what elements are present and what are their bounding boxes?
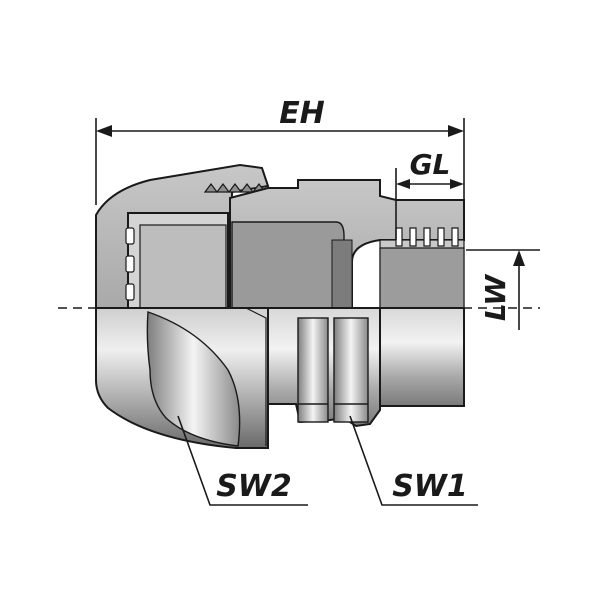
thread-exterior xyxy=(379,307,465,407)
sw2-label: SW2 xyxy=(216,469,292,504)
sw1-label: SW1 xyxy=(392,469,468,504)
dimension-lw: LW xyxy=(466,249,540,330)
bore-groove xyxy=(331,239,353,309)
section-view xyxy=(95,163,465,309)
cap-flute xyxy=(146,311,241,447)
hex-flats xyxy=(297,317,369,423)
lamella-slots xyxy=(125,227,135,301)
cap-edge-line xyxy=(245,307,267,446)
external-view xyxy=(95,307,465,449)
eh-label: EH xyxy=(279,96,325,131)
cap-thread xyxy=(203,183,267,193)
dimension-eh: EH xyxy=(95,96,465,205)
leader-sw1: SW1 xyxy=(349,415,478,506)
body-bore xyxy=(231,221,345,309)
lw-label: LW xyxy=(479,274,512,321)
dimension-gl: GL xyxy=(395,148,464,240)
leader-sw2: SW2 xyxy=(177,415,308,506)
connection-thread xyxy=(379,227,465,309)
gl-label: GL xyxy=(410,148,451,181)
seal-inner xyxy=(139,224,227,309)
